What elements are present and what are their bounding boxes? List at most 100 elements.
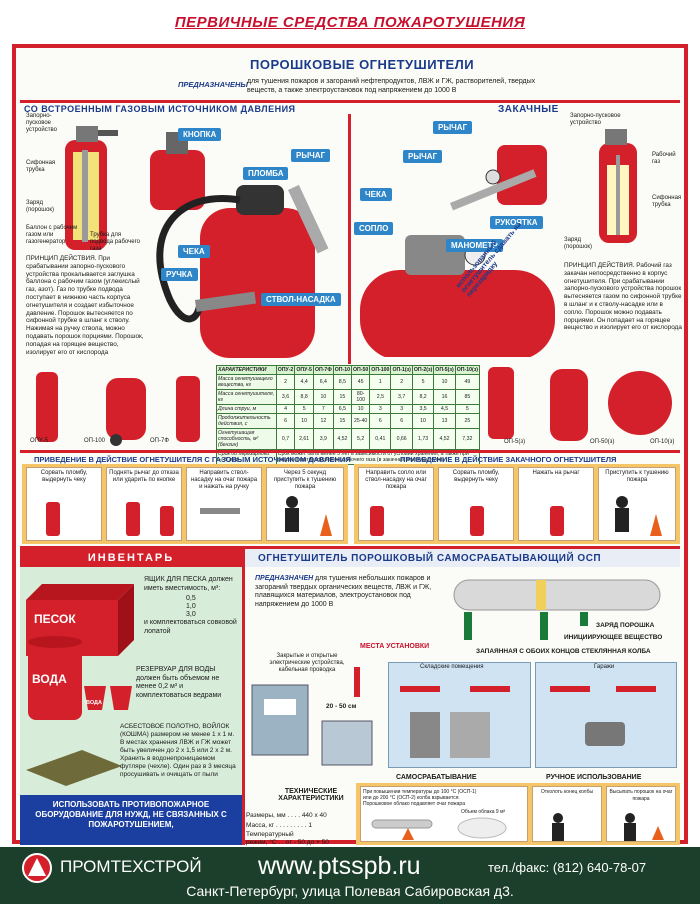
- phone-fax: тел./факс: (812) 640-78-07: [488, 860, 647, 875]
- stored-step-4: Приступить к тушению пожара: [598, 467, 676, 541]
- cell: 7,32: [454, 428, 481, 450]
- step-text: Направить сопло или ствол-насадку на оча…: [365, 470, 427, 491]
- callout-pin: ЧЕКА: [178, 245, 210, 258]
- tech-line-3: Температурный: [246, 831, 294, 838]
- warning-text: ИСПОЛЬЗОВАТЬ ПРОТИВОПОЖАРНОЕ ОБОРУДОВАНИ…: [35, 800, 227, 829]
- row-label: Масса огнетушащего вещества, кг: [216, 374, 277, 390]
- stored-label-lock-device: Запорно-пусковое устройство: [570, 113, 621, 127]
- cell: 4,52: [433, 428, 456, 450]
- stored-models-illustration: [488, 367, 672, 441]
- activation-divider: [20, 450, 680, 453]
- cell: 4,5: [433, 404, 456, 414]
- warning-panel: [20, 795, 242, 845]
- builtin-step-3: Направить ствол-насадку на очаг пожара и…: [186, 467, 262, 541]
- cell: 1,73: [411, 428, 435, 450]
- website-link[interactable]: www.ptsspb.ru: [258, 852, 421, 880]
- self-title: САМОСРАБАТЫВАНИЕ: [396, 774, 477, 781]
- osp-part-charge: ЗАРЯД ПОРОШКА: [596, 622, 655, 629]
- label-gas-cylinder: Баллон с рабочим газом или газогенератор: [26, 225, 78, 246]
- cell: 3,5: [411, 404, 435, 414]
- tech-title: ТЕХНИЧЕСКИЕ ХАРАКТЕРИСТИКИ: [278, 788, 344, 802]
- top-divider: [20, 100, 680, 103]
- cell: 3,7: [390, 389, 413, 405]
- blanket-text: АСБЕСТОВОЕ ПОЛОТНО, ВОЙЛОК (КОШМА) разме…: [120, 723, 236, 778]
- osp-part-initiator: ИНИЦИИРУЮЩЕЕ ВЕЩЕСТВО: [564, 634, 663, 641]
- step-text: Через 5 секунд приступить к тушению пожа…: [273, 470, 337, 491]
- step-text: Направить ствол-насадку на очаг пожара и…: [190, 470, 258, 491]
- builtin-title: СО ВСТРОЕННЫМ ГАЗОВЫМ ИСТОЧНИКОМ ДАВЛЕНИ…: [24, 104, 296, 114]
- osp-usage-icons: [371, 813, 664, 841]
- callout-nozzle: СТВОЛ-НАСАДКА: [261, 293, 341, 306]
- builtin-models-illustration: [36, 372, 200, 446]
- inventory-title-bar: [20, 549, 242, 567]
- cell: 3,6: [275, 389, 296, 405]
- callout-seal: ПЛОМБА: [243, 167, 289, 180]
- cell: 13: [433, 413, 456, 429]
- callout-gauge: МАНОМЕТР: [446, 239, 503, 252]
- row-label: Продолжительность действия, с: [216, 413, 277, 429]
- cell: 8,8: [294, 389, 314, 405]
- cell: 4,52: [332, 428, 353, 450]
- callout-pin-2: ЧЕКА: [360, 188, 392, 201]
- table-row: Срок до перезарядки — 5 лет Срок может б…: [216, 449, 481, 465]
- cell: 7: [312, 404, 334, 414]
- table-col: ОП-7Ф: [312, 365, 334, 375]
- activation-stored-title: ПРИВЕДЕНИЕ В ДЕЙСТВИЕ ЗАКАЧНОГО ОГНЕТУШИ…: [400, 455, 617, 464]
- powder-purpose-label: ПРЕДНАЗНАЧЕНЫ: [178, 80, 248, 89]
- cell: 3,9: [312, 428, 334, 450]
- model-opu5: ОПУ-5: [30, 438, 49, 444]
- cell: 3: [390, 404, 413, 414]
- lower-divider: [20, 546, 680, 549]
- tech-line-2: Масса, кг . . . . . . . . . 1: [246, 822, 312, 829]
- callout-button: КНОПКА: [178, 128, 222, 141]
- cell: 16: [433, 389, 456, 405]
- cell: 25: [454, 413, 481, 429]
- place-distance: 20 - 50 см: [326, 703, 357, 710]
- table-row: Огнетушащая способность, м² (бензин) 0,7…: [216, 428, 481, 450]
- cell: 45: [351, 374, 371, 390]
- step-text: Сорвать пломбу, выдернуть чеку: [452, 470, 500, 484]
- cell: 5: [454, 404, 481, 414]
- cell: 10: [294, 413, 314, 429]
- model-op100: ОП-100: [84, 438, 105, 444]
- table-col: ОП-2(з): [411, 365, 435, 375]
- places-title: МЕСТА УСТАНОВКИ: [360, 643, 430, 650]
- place-garage: Гаражи: [594, 664, 615, 670]
- cell: 1: [369, 374, 392, 390]
- address: Санкт-Петербург, улица Полевая Сабировск…: [186, 883, 514, 899]
- cell: 15: [332, 413, 353, 429]
- table-header-row: ХАРАКТЕРИСТИКИ ОПУ-2 ОПУ-5 ОП-7Ф ОП-10 О…: [216, 365, 481, 375]
- manual-text-1: Отколоть конец колбы: [540, 789, 594, 795]
- company-logo-icon: [22, 853, 52, 883]
- footer-bar: [0, 847, 700, 904]
- osp-purpose-label: ПРЕДНАЗНАЧЕН: [255, 575, 314, 582]
- osp-part-flask: ЗАПАЯННАЯ С ОБОИХ КОНЦОВ СТЕКЛЯННАЯ КОЛБ…: [476, 648, 651, 655]
- label-charge: Заряд (порошок): [26, 200, 55, 214]
- table-col: ОП-10: [332, 365, 353, 375]
- place-warehouse: Складские помещения: [420, 664, 484, 670]
- cell: 5: [411, 374, 435, 390]
- table-col: ОП-10(з): [454, 365, 481, 375]
- callout-lever-3: РЫЧАГ: [403, 150, 443, 163]
- builtin-step-1: Сорвать пломбу, выдернуть чеку: [26, 467, 102, 541]
- bucket-label: ВОДА: [86, 700, 102, 706]
- builtin-extinguisher-illustration: [150, 132, 329, 358]
- osp-title-bar: [245, 549, 680, 567]
- step-text: Приступить к тушению пожара: [605, 470, 669, 484]
- cell: 2,61: [294, 428, 314, 450]
- stored-cutaway-diagram: [599, 129, 637, 243]
- cell: 12: [312, 413, 334, 429]
- cell: 4: [275, 404, 296, 414]
- water-label: ВОДА: [32, 672, 67, 686]
- self-text-1: При повышении температуры до 100 °С (ОСП…: [363, 789, 477, 807]
- garage-panel: [535, 662, 677, 768]
- inventory-title: ИНВЕНТАРЬ: [87, 552, 175, 564]
- poster-title: ПЕРВИЧНЫЕ СРЕДСТВА ПОЖАРОТУШЕНИЯ: [174, 14, 526, 31]
- water-text: РЕЗЕРВУАР ДЛЯ ВОДЫ должен быть объемом н…: [136, 666, 222, 699]
- cell: 8,5: [332, 374, 353, 390]
- table-col: ОП-5(з): [433, 365, 456, 375]
- cell: 0,7: [275, 428, 296, 450]
